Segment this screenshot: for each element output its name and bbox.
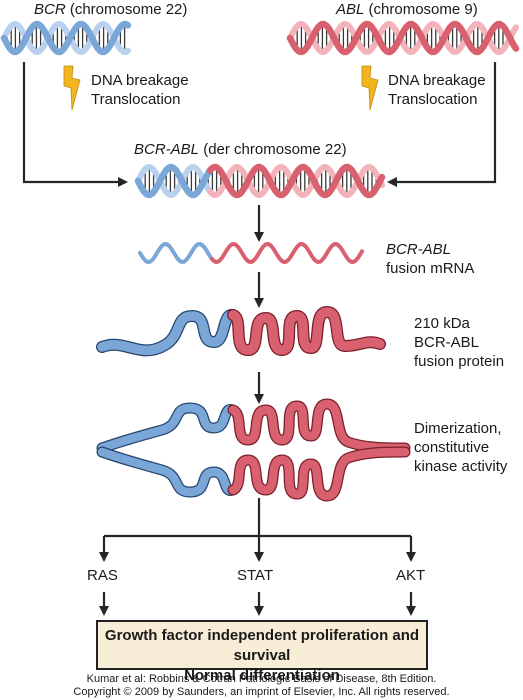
mrna-name: BCR-ABL [386, 240, 451, 259]
fusion-gene-name: BCR-ABL [134, 141, 200, 158]
pathway-stat: STAT [237, 567, 274, 584]
dna-strand [0, 20, 132, 56]
protein-line2: BCR-ABL [414, 334, 480, 351]
lightning-right-icon [361, 65, 379, 111]
bcr-gene-name: BCR [34, 1, 66, 18]
abl-gene-location: (chromosome 9) [368, 1, 478, 18]
credit-line1: Kumar et al: Robbins & Cotran Pathologic… [86, 673, 437, 685]
outcome-box: Growth factor independent proliferation … [96, 620, 428, 684]
signaling-branch-lines [104, 498, 411, 538]
mrna-strand [210, 241, 364, 265]
fusion-gene-location: (der chromosome 22) [203, 141, 347, 158]
dimer-line2: constitutive [414, 439, 490, 456]
dna-backstrand [287, 21, 519, 55]
dna-strand [206, 163, 386, 199]
protein-line1: 210 kDa [414, 315, 470, 332]
bcr-gene-location: (chromosome 22) [69, 1, 188, 18]
dna-backstrand [135, 164, 213, 198]
dimer-line3: kinase activity [414, 458, 508, 475]
credit-line2: Copyright © 2009 by Saunders, an imprint… [73, 686, 450, 698]
dna-strand [286, 20, 520, 56]
dna-backstrand [207, 164, 385, 198]
outcome-line1: Growth factor independent proliferation … [104, 627, 420, 664]
breakage-right-line2: Translocation [388, 91, 478, 108]
dimer-line1: Dimerization, [414, 420, 502, 437]
breakage-left-line1: DNA breakage [91, 72, 189, 89]
arrow-bcr-to-fusion [22, 62, 128, 187]
outcome-line2: Normal differentiation [184, 667, 340, 684]
arrow-abl-to-fusion [387, 62, 497, 187]
fusion-gene-label: BCR-ABL (der chromosome 22) [134, 140, 347, 159]
bcr-gene-label: BCR (chromosome 22) [34, 0, 187, 19]
bcr-abl-fusion-dna-helix [134, 163, 386, 199]
abl-gene-name: ABL [336, 1, 365, 18]
mrna-name-text: BCR-ABL [386, 241, 452, 258]
dna-strand [134, 163, 214, 199]
pathway-akt: AKT [396, 567, 426, 584]
bcr-dna-helix [0, 20, 132, 56]
protein-line3: fusion protein [414, 353, 505, 370]
abl-dna-helix [286, 20, 520, 56]
abl-gene-label: ABL (chromosome 9) [336, 0, 478, 19]
breakage-left-line2: Translocation [91, 91, 181, 108]
bcr-abl-mrna-strand [138, 241, 364, 265]
pathway-ras: RAS [87, 567, 118, 584]
lightning-left-icon [63, 65, 81, 111]
mrna-strand [138, 241, 214, 265]
breakage-right-line1: DNA breakage [388, 72, 486, 89]
mrna-desc: fusion mRNA [386, 260, 475, 277]
bcr-abl-dimer [96, 398, 411, 502]
bcr-abl-protein [96, 306, 386, 357]
